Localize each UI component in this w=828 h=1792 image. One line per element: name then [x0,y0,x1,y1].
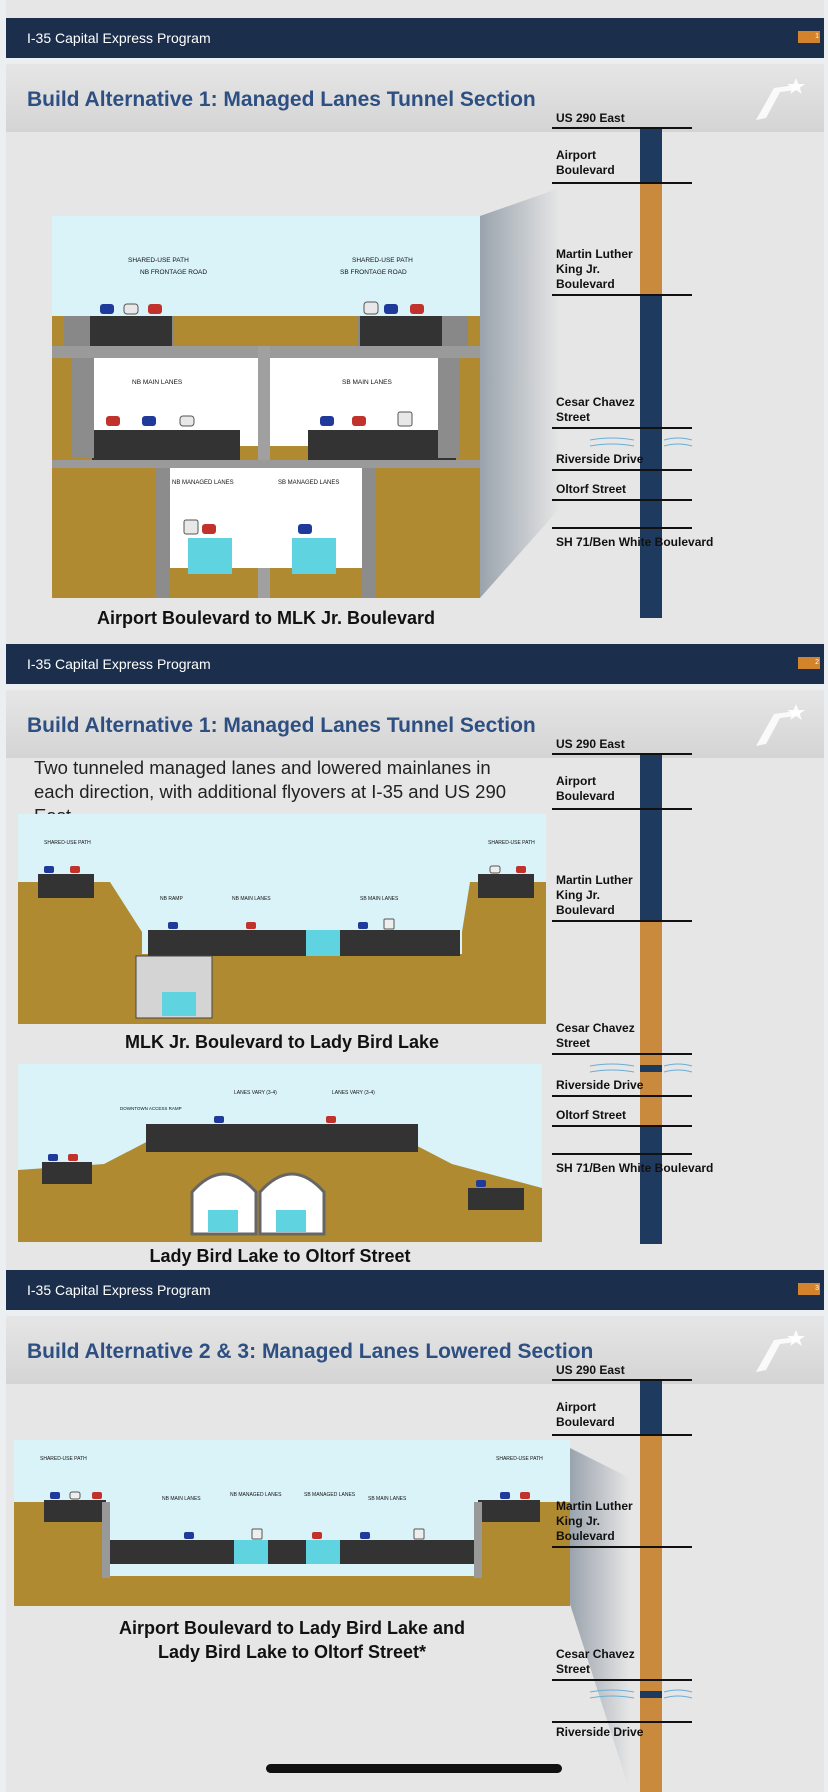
page-badge: 3 [798,1283,820,1295]
map-label-cesar: Cesar Chavez [556,1021,635,1035]
label-shared-use-path-sb: SHARED-USE PATH [488,840,535,846]
txdot-logo-icon [756,704,805,746]
cross-section-tunnel-diagram: SHARED-USE PATH NB FRONTAGE ROAD SHARED-… [52,216,480,598]
map-label-us290: US 290 East [556,1363,625,1377]
map-label-mlk: Martin Luther [556,247,633,261]
home-indicator[interactable] [266,1764,562,1773]
svg-text:King Jr.: King Jr. [556,888,600,902]
label-nb-managed: NB MANAGED LANES [172,480,234,486]
slide-2: Build Alternative 1: Managed Lanes Tunne… [6,690,824,1270]
slide-title: Build Alternative 1: Managed Lanes Tunne… [27,714,536,737]
svg-text:King Jr.: King Jr. [556,262,600,276]
map-label-riverside: Riverside Drive [556,1078,644,1092]
svg-text:Street: Street [556,410,590,424]
label-shared-use-path: SHARED-USE PATH [44,840,91,846]
caption-line-1: Airport Boulevard to Lady Bird Lake and [118,1618,466,1638]
map-label-oltorf: Oltorf Street [556,482,626,496]
label-sb-frontage: SB FRONTAGE ROAD [340,269,407,276]
map-label-cesar: Cesar Chavez [556,395,635,409]
footer-program-name: I-35 Capital Express Program [27,30,211,46]
highlight-segment [640,921,662,1065]
label-sb-managed: SB MANAGED LANES [278,480,339,486]
map-label-sh71: SH 71/Ben White Boulevard [556,1161,713,1175]
svg-text:Boulevard: Boulevard [556,903,615,917]
label-downtown-ramp: DOWNTOWN ACCESS RAMP [120,1106,182,1111]
footer-program-name: I-35 Capital Express Program [27,656,211,672]
label-nb-main: NB MAIN LANES [232,896,271,902]
map-label-us290: US 290 East [556,111,625,125]
cross-section-lowered: SHARED-USE PATH SHARED-USE PATH NB MAIN … [14,1440,570,1606]
highlight-segment [640,183,662,295]
map-label-mlk: Martin Luther [556,873,633,887]
label-nb-main: NB MAIN LANES [132,379,183,386]
label-shared-use-path-sb: SHARED-USE PATH [496,1456,543,1462]
label-lanes-vary-sb: LANES VARY (3-4) [332,1090,375,1096]
map-label-airport: Airport [556,1400,596,1414]
label-lanes-vary: LANES VARY (3-4) [234,1090,277,1096]
label-shared-use-path: SHARED-USE PATH [128,257,189,264]
map-label-airport: Airport [556,774,596,788]
previous-slide-edge [6,0,824,18]
svg-text:Boulevard: Boulevard [556,277,615,291]
map-label-sh71: SH 71/Ben White Boulevard [556,535,713,549]
label-nb-managed: NB MANAGED LANES [230,1492,282,1498]
label-sb-main: SB MAIN LANES [368,1496,407,1502]
slide-title-band: Build Alternative 1: Managed Lanes Tunne… [6,690,824,758]
map-label-mlk: Martin Luther [556,1499,633,1513]
map-label-oltorf: Oltorf Street [556,1108,626,1122]
footer-bar: I-35 Capital Express Program 2 [6,644,824,684]
slide-title: Build Alternative 1: Managed Lanes Tunne… [27,88,536,111]
txdot-logo-icon [756,1330,805,1372]
footer-bar: I-35 Capital Express Program 1 [6,18,824,58]
highlight-segment [640,1698,662,1792]
slide-1: Build Alternative 1: Managed Lanes Tunne… [6,64,824,644]
page-badge: 2 [798,657,820,669]
section-caption: MLK Jr. Boulevard to Lady Bird Lake [124,1032,440,1052]
highlight-segment [640,1072,662,1126]
caption-line-2: Lady Bird Lake to Oltorf Street* [157,1642,427,1662]
svg-text:Boulevard: Boulevard [556,1529,615,1543]
map-label-riverside: Riverside Drive [556,452,644,466]
label-sb-main: SB MAIN LANES [342,379,393,386]
section-caption: Lady Bird Lake to Oltorf Street [149,1246,411,1266]
map-label-airport: Airport [556,148,596,162]
txdot-logo-icon [756,78,805,120]
map-label-riverside: Riverside Drive [556,1725,644,1739]
map-label-us290: US 290 East [556,737,625,751]
slide-title-band: Build Alternative 2 & 3: Managed Lanes L… [6,1316,824,1384]
svg-text:Street: Street [556,1036,590,1050]
svg-text:Boulevard: Boulevard [556,1415,615,1429]
page-badge: 1 [798,31,820,43]
label-sb-managed: SB MANAGED LANES [304,1492,356,1498]
callout-shading [570,1448,630,1792]
label-nb-main: NB MAIN LANES [162,1496,201,1502]
footer-bar: I-35 Capital Express Program 3 [6,1270,824,1310]
label-shared-use-path: SHARED-USE PATH [40,1456,87,1462]
label-shared-use-path-sb: SHARED-USE PATH [352,257,413,264]
svg-text:Street: Street [556,1662,590,1676]
callout-shading [480,188,560,598]
label-nb-frontage: NB FRONTAGE ROAD [140,269,207,276]
svg-text:Boulevard: Boulevard [556,789,615,803]
slide-3: Build Alternative 2 & 3: Managed Lanes L… [6,1316,824,1792]
svg-text:Boulevard: Boulevard [556,163,615,177]
cross-section-ladybird-oltorf: LANES VARY (3-4) LANES VARY (3-4) DOWNTO… [18,1064,542,1242]
slide-title-band: Build Alternative 1: Managed Lanes Tunne… [6,64,824,132]
cross-section-mlk-ladybird: SHARED-USE PATH SHARED-USE PATH NB RAMP … [18,814,546,1024]
section-caption: Airport Boulevard to MLK Jr. Boulevard [96,608,436,628]
map-label-cesar: Cesar Chavez [556,1647,635,1661]
footer-program-name: I-35 Capital Express Program [27,1282,211,1298]
label-sb-main: SB MAIN LANES [360,896,399,902]
slide-title: Build Alternative 2 & 3: Managed Lanes L… [27,1340,594,1363]
section-caption: Airport Boulevard to Lady Bird Lake and … [14,1616,570,1664]
svg-text:King Jr.: King Jr. [556,1514,600,1528]
highlight-segment [640,1435,662,1691]
label-nb-ramp: NB RAMP [160,896,183,902]
